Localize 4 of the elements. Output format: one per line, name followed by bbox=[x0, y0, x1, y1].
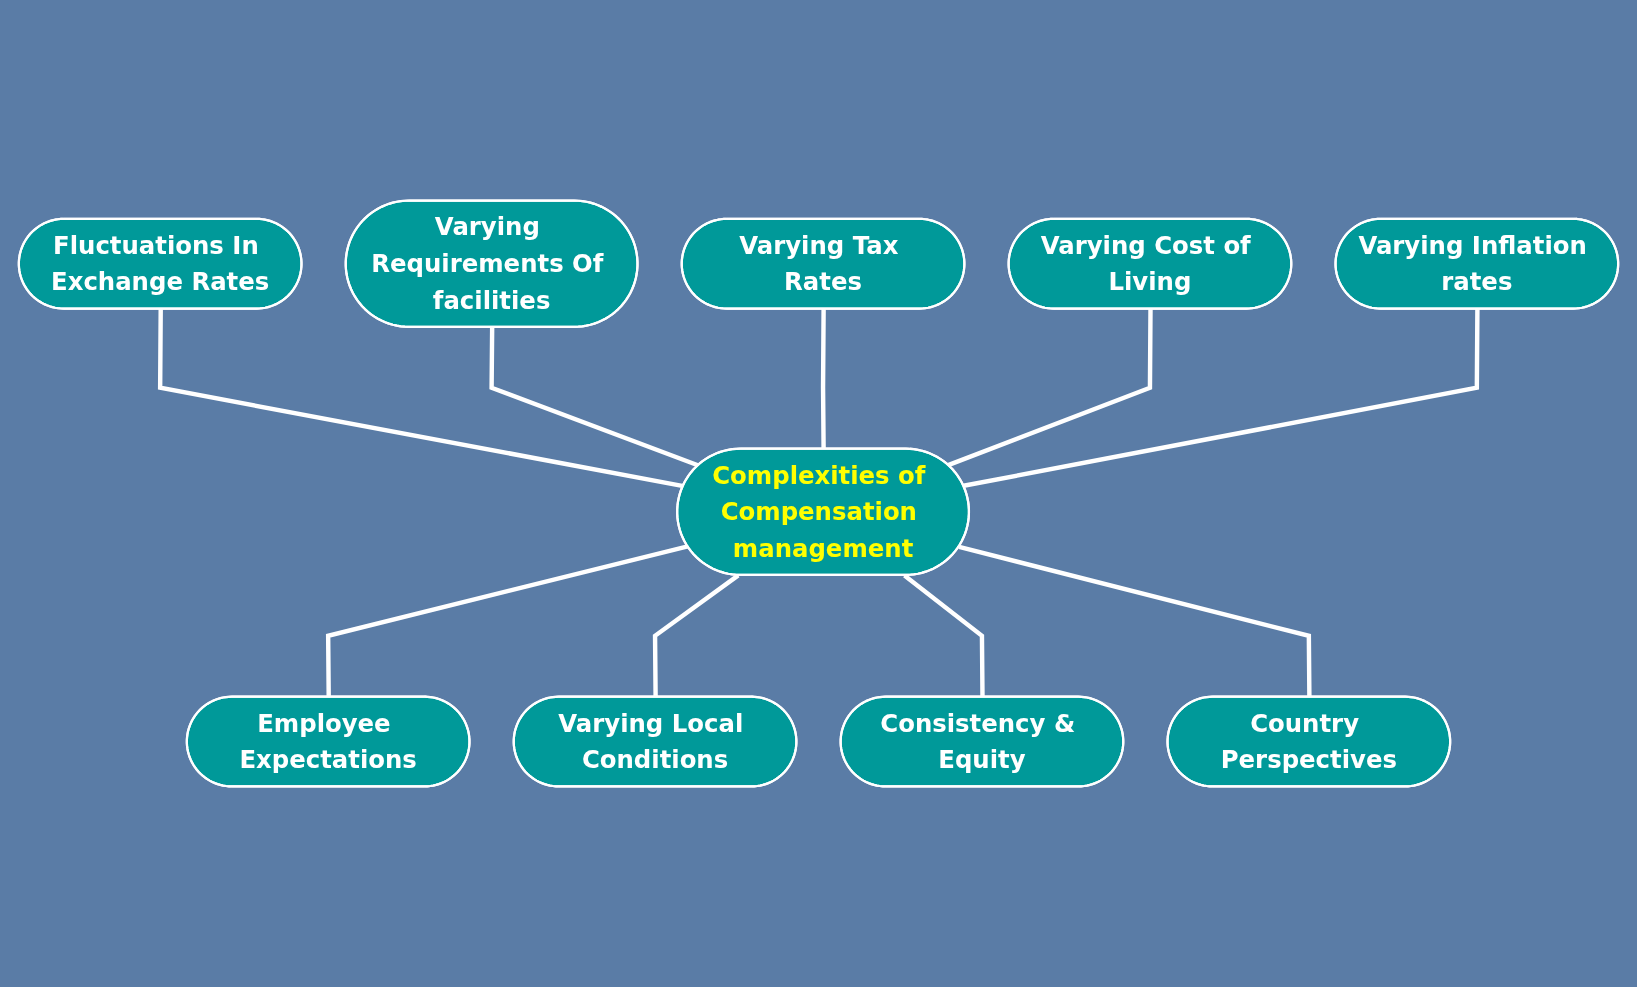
connector bbox=[157, 309, 684, 489]
connector bbox=[489, 327, 700, 468]
connector bbox=[947, 309, 1153, 468]
connector bbox=[963, 309, 1480, 488]
